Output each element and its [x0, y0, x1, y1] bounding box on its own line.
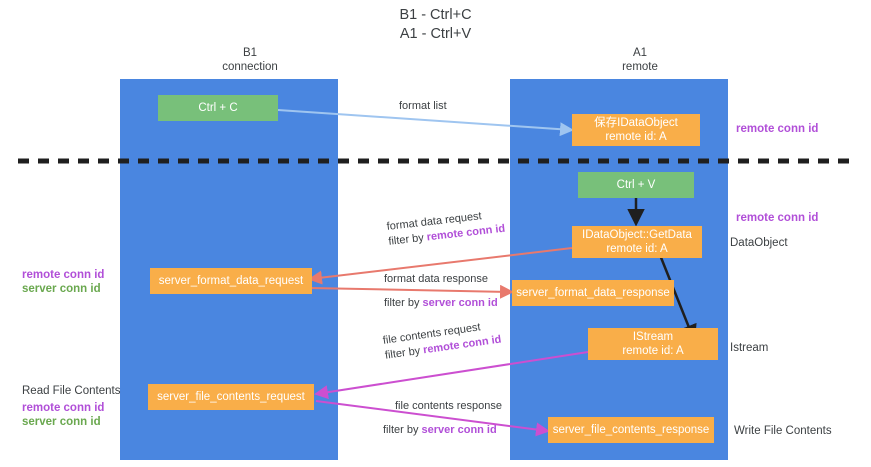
filter-by-prefix-3: filter by: [384, 344, 425, 362]
annotation-left-server-conn-id-2: server conn id: [22, 416, 101, 428]
box-save-idataobject-line1: 保存IDataObject: [594, 117, 678, 129]
box-istream[interactable]: IStream remote id: A: [588, 328, 718, 360]
lane-header-b1-sub: connection: [222, 61, 278, 73]
arrow-label-format-data-request: format data request filter by remote con…: [386, 207, 506, 250]
annotation-remote-conn-id-top: remote conn id: [736, 123, 819, 135]
annotation-left-remote-conn-id: remote conn id: [22, 269, 105, 281]
arrow-label-file-contents-response: file contents response filter by server …: [383, 399, 503, 438]
box-server-file-contents-response-label: server_file_contents_response: [552, 424, 710, 436]
annotation-read-file-contents: Read File Contents: [22, 385, 121, 397]
filter-by-prefix-4: filter by: [383, 424, 422, 436]
arrow-label-format-data-response-line1: format data response: [384, 273, 488, 285]
box-server-file-contents-request[interactable]: server_file_contents_request: [148, 384, 314, 410]
box-istream-line1: IStream: [632, 331, 674, 343]
box-server-format-data-request-label: server_format_data_request: [158, 275, 304, 287]
annotation-remote-conn-id-mid: remote conn id: [736, 212, 819, 224]
lane-header-a1: A1 remote: [540, 46, 740, 74]
filter-by-highlight-4: server conn id: [421, 424, 497, 436]
box-save-idataobject-line2: remote id: A: [605, 131, 667, 143]
annotation-dataobject: DataObject: [730, 237, 788, 249]
arrow-label-format-data-response-line2: filter by server conn id: [384, 296, 498, 311]
box-save-idataobject[interactable]: 保存IDataObject remote id: A: [572, 114, 700, 146]
lane-header-b1: B1 connection: [150, 46, 350, 74]
title-line-1: B1 - Ctrl+C: [399, 7, 472, 23]
title-line-2: A1 - Ctrl+V: [399, 26, 472, 42]
filter-by-prefix-1: filter by: [387, 231, 428, 248]
box-server-format-data-request[interactable]: server_format_data_request: [150, 268, 312, 294]
box-ctrl-v[interactable]: Ctrl + V: [578, 172, 694, 198]
filter-by-highlight-2: server conn id: [422, 297, 498, 309]
lane-header-a1-sub: remote: [622, 61, 658, 73]
box-ctrl-v-label: Ctrl + V: [616, 179, 656, 191]
box-server-file-contents-request-label: server_file_contents_request: [157, 391, 305, 403]
lane-header-a1-name: A1: [632, 47, 648, 59]
lane-header-b1-name: B1: [242, 47, 258, 59]
annotation-istream: Istream: [730, 342, 769, 354]
filter-by-prefix-2: filter by: [384, 297, 423, 309]
box-istream-line2: remote id: A: [622, 345, 684, 357]
annotation-left-remote-conn-id-2: remote conn id: [22, 402, 105, 414]
box-ctrl-c-label: Ctrl + C: [198, 102, 238, 114]
box-ctrl-c[interactable]: Ctrl + C: [158, 95, 278, 121]
arrow-label-file-contents-response-line1: file contents response: [395, 400, 503, 412]
arrow-label-format-list: format list: [399, 100, 447, 112]
box-idataobject-getdata-line1: IDataObject::GetData: [582, 229, 692, 241]
box-idataobject-getdata-line2: remote id: A: [606, 243, 668, 255]
box-server-file-contents-response[interactable]: server_file_contents_response: [548, 417, 714, 443]
page-title: B1 - Ctrl+C A1 - Ctrl+V: [0, 6, 871, 44]
box-server-format-data-response-label: server_format_data_response: [516, 287, 670, 299]
box-idataobject-getdata[interactable]: IDataObject::GetData remote id: A: [572, 226, 702, 258]
box-server-format-data-response[interactable]: server_format_data_response: [512, 280, 674, 306]
arrow-label-file-contents-response-line2: filter by server conn id: [383, 423, 502, 438]
annotation-left-server-conn-id: server conn id: [22, 283, 101, 295]
arrow-label-file-contents-request: file contents request filter by remote c…: [382, 318, 502, 364]
annotation-write-file-contents: Write File Contents: [734, 425, 832, 437]
arrow-label-format-data-response: format data response filter by server co…: [384, 272, 498, 311]
